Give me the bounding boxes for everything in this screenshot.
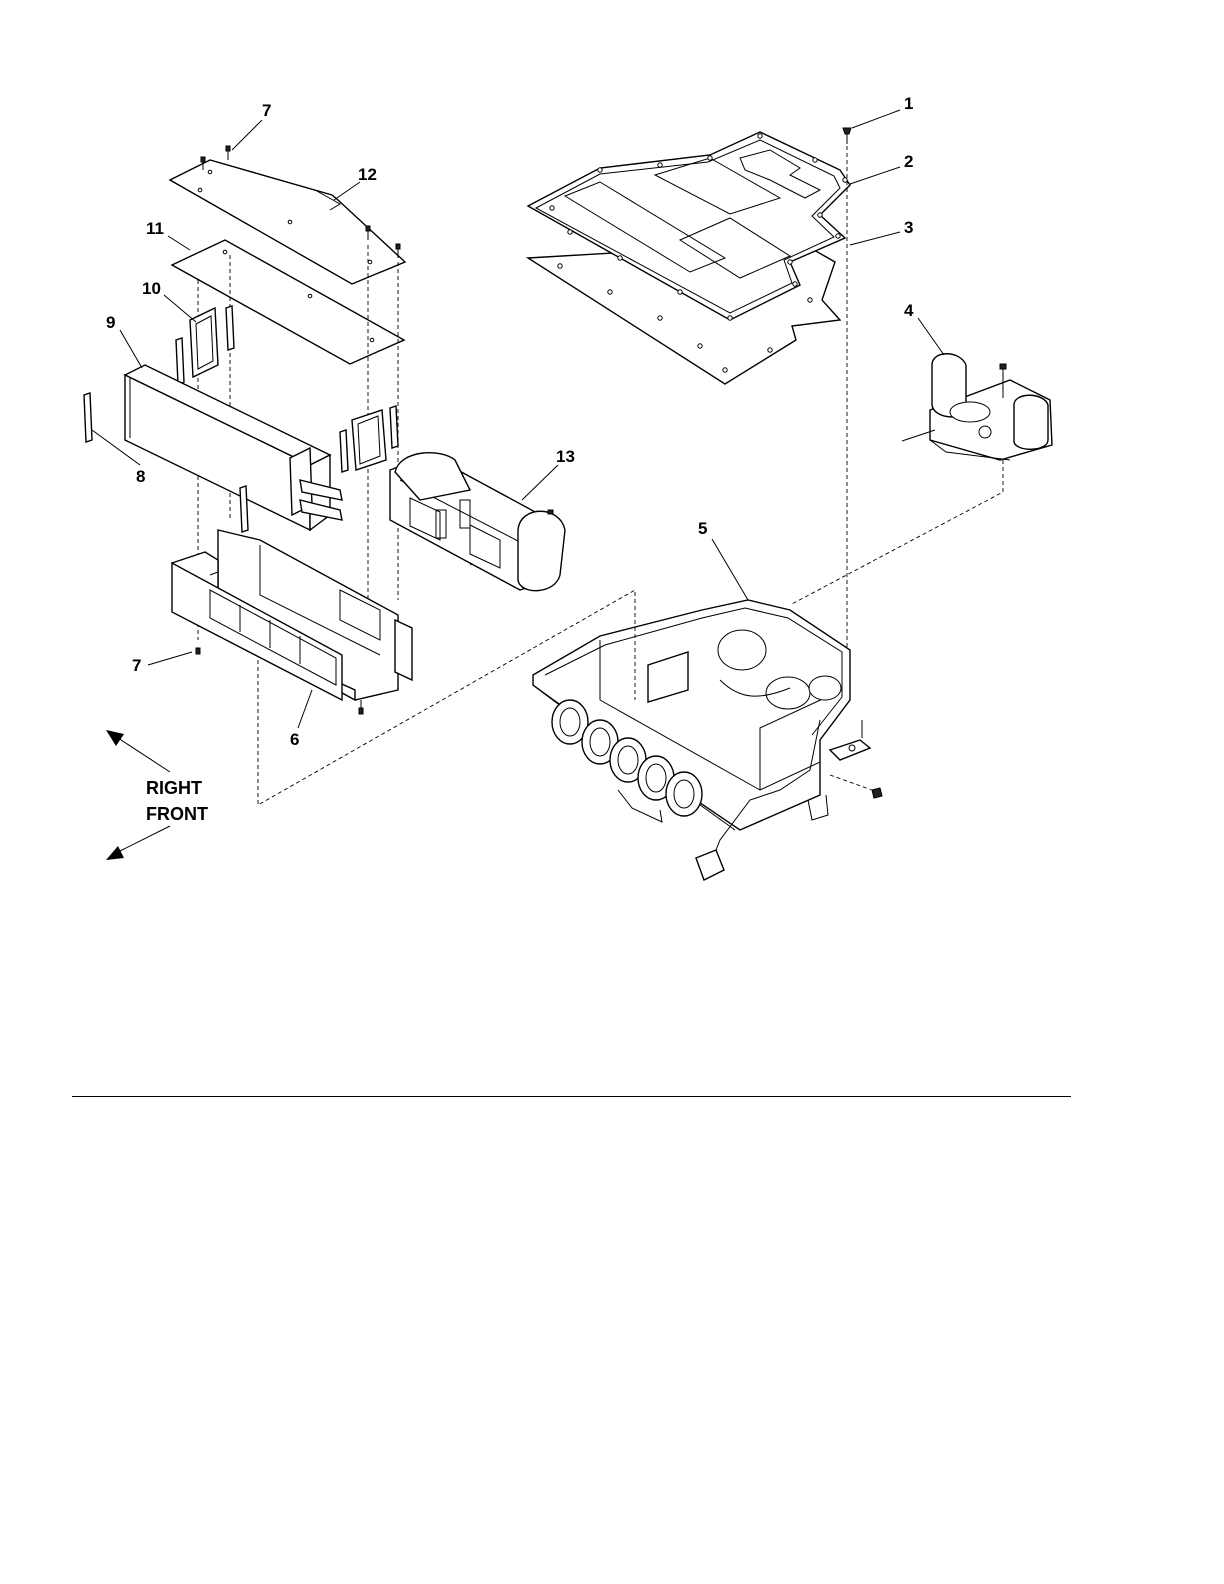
callout-1: 1 (904, 94, 913, 113)
blower-assembly-part-13 (390, 453, 565, 591)
direction-indicator: RIGHT FRONT (106, 730, 208, 860)
callout-6: 6 (290, 730, 299, 749)
callout-7-bottom: 7 (132, 656, 141, 675)
housing-part-5 (533, 600, 882, 880)
callout-10: 10 (142, 279, 161, 298)
heater-core-part-9 (125, 365, 342, 530)
callout-4: 4 (904, 301, 914, 320)
blower-motor-part-4 (902, 354, 1052, 460)
callout-2: 2 (904, 152, 913, 171)
callout-11: 11 (146, 219, 164, 238)
direction-front-label: FRONT (146, 804, 208, 824)
callout-7-top: 7 (262, 101, 271, 120)
page-separator-rule (72, 1096, 1071, 1097)
callout-13: 13 (556, 447, 575, 466)
strip-part-8 (84, 393, 92, 442)
direction-right-label: RIGHT (146, 778, 202, 798)
arrow-front-icon (106, 846, 124, 860)
callout-5: 5 (698, 519, 707, 538)
callout-8: 8 (136, 467, 145, 486)
callout-12: 12 (358, 165, 377, 184)
callout-3: 3 (904, 218, 913, 237)
case-part-6 (172, 530, 412, 700)
screw-part-1 (843, 128, 851, 144)
seal-part-10 (176, 306, 234, 384)
arrow-right-icon (106, 730, 124, 746)
callout-9: 9 (106, 313, 115, 332)
